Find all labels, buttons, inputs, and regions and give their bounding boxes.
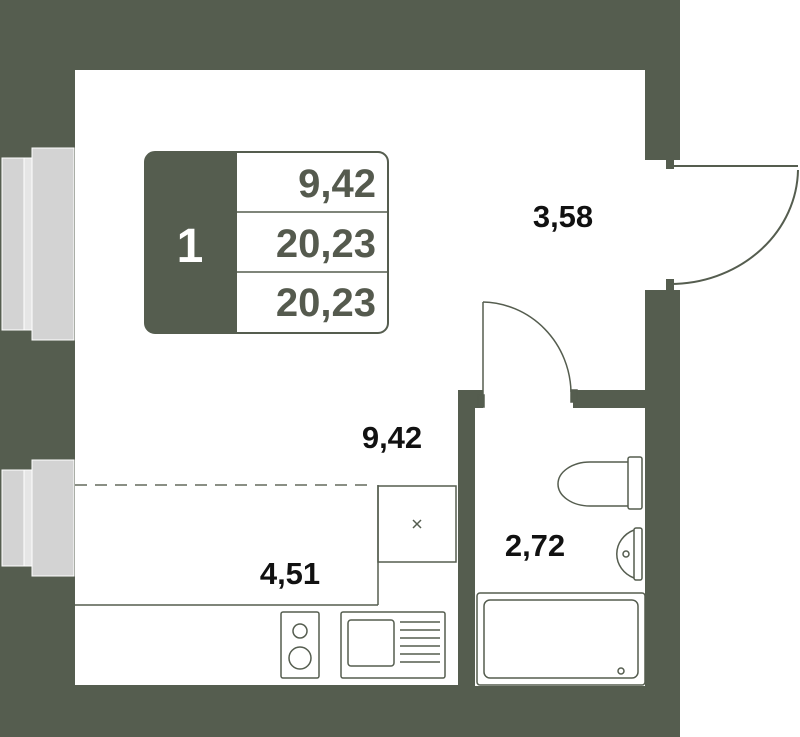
bathroom-door-icon: [477, 301, 578, 408]
bathroom-wall-top: [578, 390, 645, 408]
window-icon: [1, 459, 75, 577]
window-icon: [1, 147, 75, 341]
total-area-value-2: 20,23: [276, 281, 376, 325]
rooms-count: 1: [177, 220, 204, 273]
living-area-value: 9,42: [298, 162, 376, 206]
washbasin-icon: [616, 527, 643, 581]
stove-icon: [280, 611, 320, 679]
kitchen-area: 4,51: [260, 556, 320, 591]
rooms-badge: [145, 152, 237, 333]
apartment-info-card: 1 9,42 20,23 20,23: [144, 151, 389, 334]
fridge-icon: [377, 485, 457, 563]
bathroom-wall-left: [458, 390, 475, 686]
bathtub-icon: [476, 592, 646, 686]
living-room-area: 9,42: [362, 420, 422, 455]
total-area-value: 20,23: [276, 222, 376, 266]
entrance-door-icon: [666, 159, 799, 291]
bathroom-wall-right: [645, 290, 680, 686]
bathroom-area: 2,72: [505, 528, 565, 563]
kitchen-sink-icon: [340, 611, 446, 679]
hallway-area: 3,58: [533, 199, 593, 234]
toilet-icon: [557, 456, 643, 510]
entrance-opening: [680, 160, 800, 290]
